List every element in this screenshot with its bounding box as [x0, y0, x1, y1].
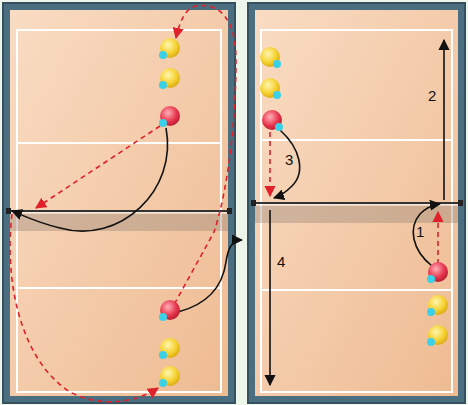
left-movement-arrows [10, 5, 242, 401]
right-court [248, 3, 465, 403]
callout-number: 3 [285, 152, 293, 167]
callout-number: 4 [277, 254, 285, 269]
callout-number: 2 [428, 88, 436, 103]
left-court [3, 3, 235, 403]
callout-number: 1 [416, 224, 424, 239]
players [159, 38, 448, 387]
right-movement-arrows [270, 40, 444, 385]
